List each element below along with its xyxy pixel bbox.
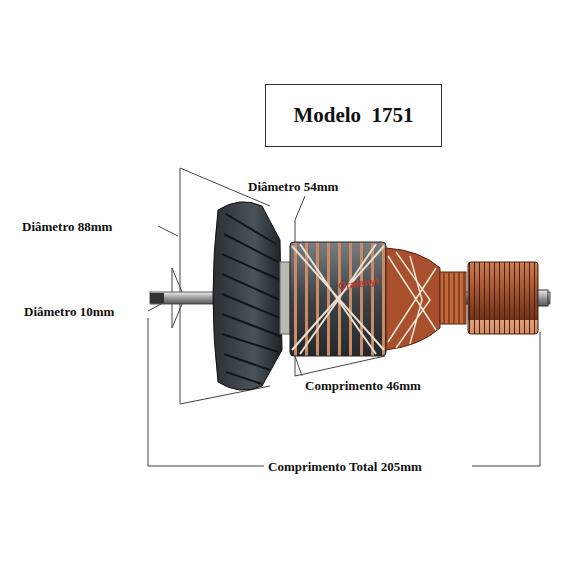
dimension-label: Diâmetro 10mm xyxy=(22,304,116,319)
dimension-label: Diâmetro 88mm xyxy=(20,219,114,234)
dimension-label: Comprimento 46mm xyxy=(303,378,423,393)
dimension-label: Diâmetro 54mm xyxy=(246,179,340,194)
title-text: Modelo 1751 xyxy=(293,103,413,128)
dimension-label: Comprimento Total 205mm xyxy=(266,459,424,474)
title-box: Modelo 1751 xyxy=(265,84,442,147)
